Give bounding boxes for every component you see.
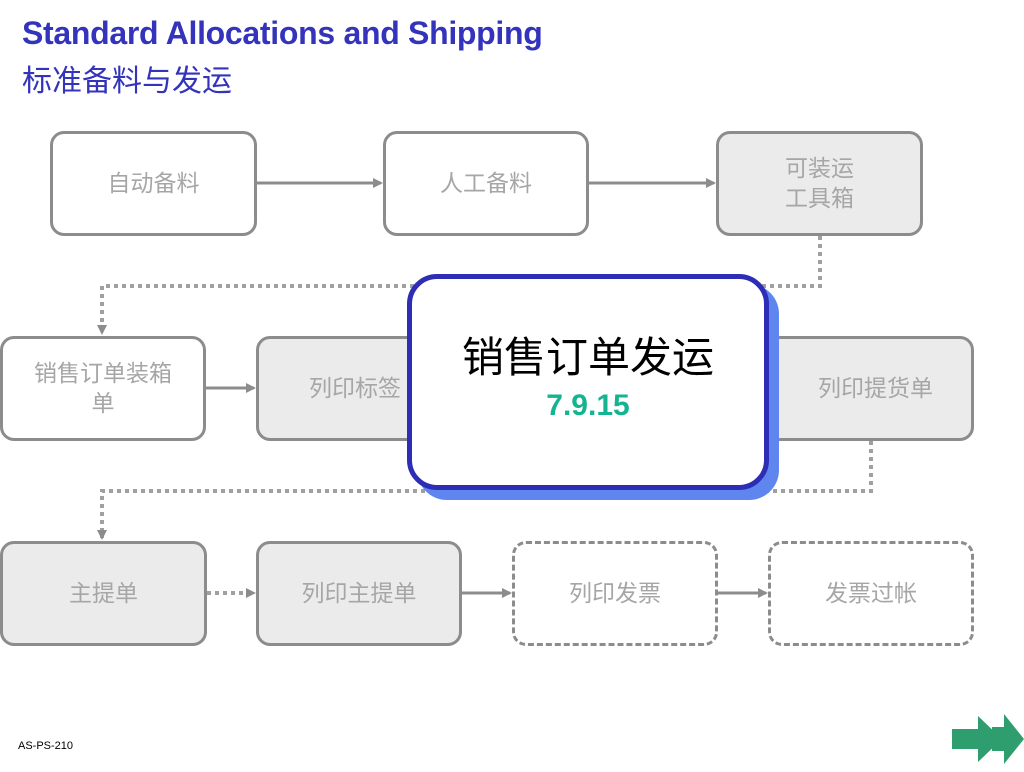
page-title-cn: 标准备料与发运 xyxy=(22,64,232,99)
next-slide-button[interactable] xyxy=(952,710,1024,768)
step-manual-allocate: 人工备料 xyxy=(383,131,589,236)
double-right-arrow-icon xyxy=(952,714,1024,764)
step-post-invoice-label: 发票过帐 xyxy=(825,580,917,607)
step-master-bol: 主提单 xyxy=(0,541,207,646)
feature-box-sales-order-shipping: 销售订单发运 7.9.15 xyxy=(407,274,769,490)
step-print-labels-label: 列印标签 xyxy=(309,375,401,402)
step-master-bol-label: 主提单 xyxy=(69,580,138,607)
step-print-master-bol: 列印主提单 xyxy=(256,541,462,646)
step-print-invoice: 列印发票 xyxy=(512,541,718,646)
step-post-invoice: 发票过帐 xyxy=(768,541,974,646)
page-title-en: Standard Allocations and Shipping xyxy=(22,15,543,51)
feature-title: 销售订单发运 xyxy=(461,332,714,382)
step-auto-allocate: 自动备料 xyxy=(50,131,257,236)
step-manual-allocate-label: 人工备料 xyxy=(440,170,532,197)
step-print-bol-label: 列印提货单 xyxy=(818,375,933,402)
step-print-invoice-label: 列印发票 xyxy=(569,580,661,607)
page-code: AS-PS-210 xyxy=(18,740,74,752)
step-sales-order-pack-label: 销售订单装箱 单 xyxy=(34,360,172,417)
step-print-master-bol-label: 列印主提单 xyxy=(301,580,417,607)
step-ship-toolbox: 可装运 工具箱 xyxy=(716,131,923,236)
feature-code: 7.9.15 xyxy=(546,388,630,422)
step-sales-order-pack: 销售订单装箱 单 xyxy=(0,336,206,441)
step-auto-allocate-label: 自动备料 xyxy=(107,170,200,197)
step-ship-toolbox-label: 可装运 工具箱 xyxy=(785,155,854,212)
